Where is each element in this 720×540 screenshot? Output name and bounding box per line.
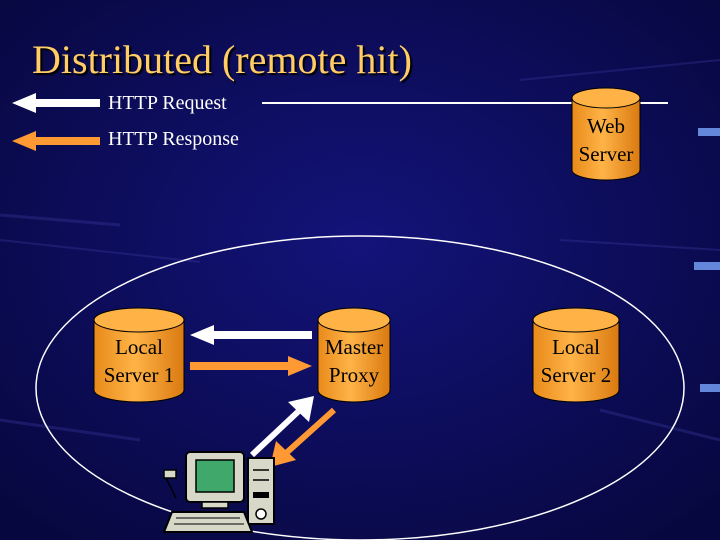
local-server-1-label: Local Server 1 (94, 333, 184, 389)
slide-title: Distributed (remote hit) (32, 37, 412, 82)
local-server-1-label-line1: Local (115, 335, 163, 359)
local-server-1-label-line2: Server 1 (103, 363, 175, 387)
request-arrow-client-to-proxy (249, 396, 314, 458)
legend-request-label: HTTP Request (108, 92, 227, 114)
response-arrow-proxy-to-client (270, 407, 337, 467)
legend-response-label: HTTP Response (108, 128, 239, 150)
master-proxy-cylinder (317, 307, 391, 403)
response-arrow-local1-to-proxy (190, 356, 312, 376)
response-legend-arrow (12, 131, 100, 151)
network-boundary-ellipse (35, 235, 685, 540)
master-proxy-label: Master Proxy (309, 333, 399, 389)
local-server-2-cylinder (532, 307, 620, 403)
local-server-2-label: Local Server 2 (531, 333, 621, 389)
request-legend-arrow (12, 93, 100, 113)
local-server-2-label-line1: Local (552, 335, 600, 359)
web-server-label: Web Server (561, 112, 651, 168)
master-proxy-label-line2: Proxy (328, 363, 380, 387)
edge-accents (694, 128, 720, 392)
local-server-2-label-line2: Server 2 (540, 363, 612, 387)
background-streaks (0, 59, 720, 442)
web-server-label-line1: Web (587, 114, 625, 138)
web-server-cylinder (571, 87, 641, 181)
web-server-label-line2: Server (578, 142, 634, 166)
local-server-1-cylinder (93, 307, 185, 403)
request-arrow-proxy-to-local1 (190, 325, 312, 345)
client-computer-icon (162, 451, 275, 533)
master-proxy-label-line1: Master (324, 335, 384, 359)
